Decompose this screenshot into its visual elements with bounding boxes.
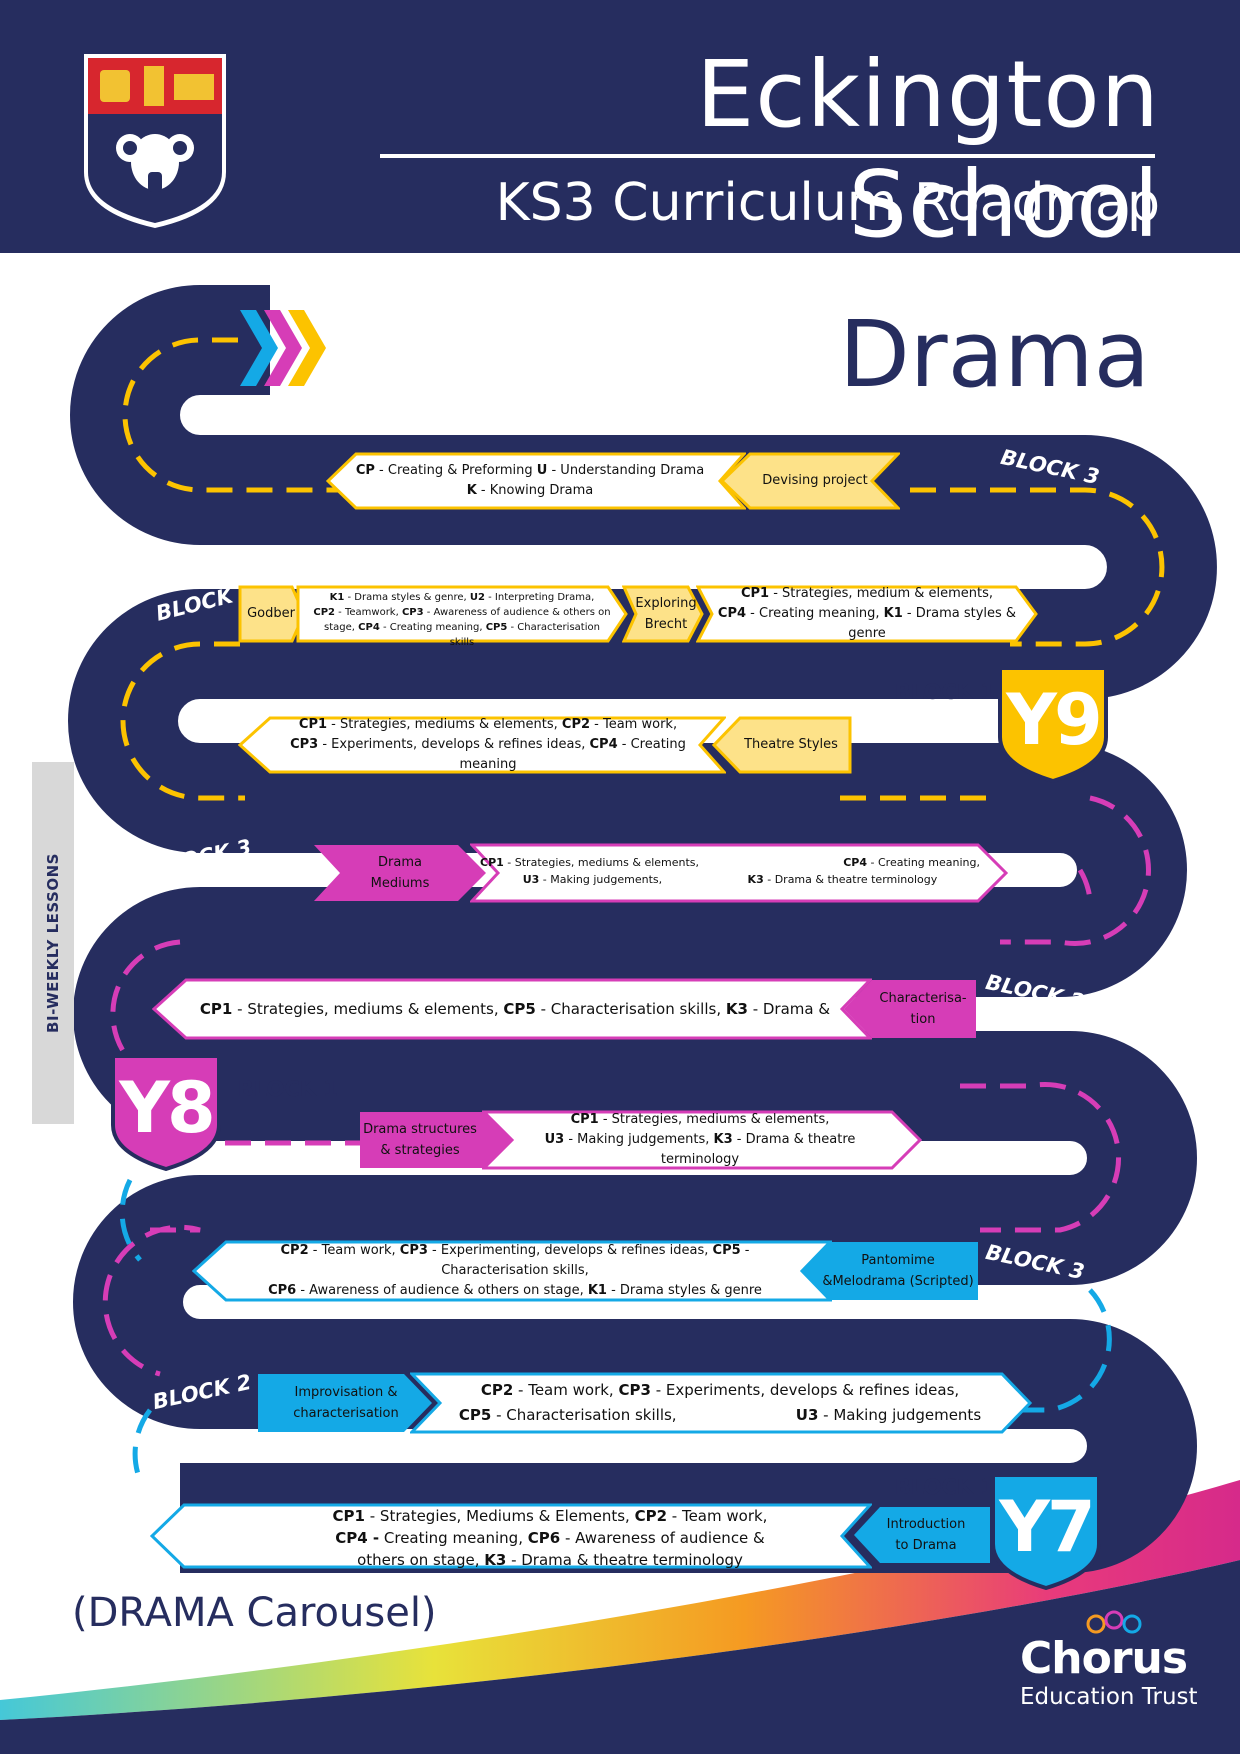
y7-badge-label: Y7 [999, 1486, 1095, 1568]
y8-b1-topic-banner [360, 1112, 514, 1168]
header-divider [380, 154, 1155, 158]
y9-b2-desc-b: CP1 - Strategies, medium & elements, CP4… [717, 586, 1017, 641]
y8-badge [111, 1054, 221, 1171]
chorus-subtitle: Education Trust [1020, 1684, 1198, 1710]
chorus-logo: Chorus Education Trust [1020, 1610, 1200, 1710]
y9-b2-topic-a: Godber [247, 606, 295, 621]
y9-b2-topic-b-banner [622, 585, 704, 643]
y8-b3-topic: Drama Mediums [370, 855, 430, 891]
y9-b1-topic-banner [712, 716, 852, 774]
y9-b1-desc: CP1 - Strategies, mediums & elements, CP… [290, 717, 686, 772]
y7-b3-desc-banner [192, 1240, 832, 1302]
y7-b1-desc: CP1 - Strategies, Mediums & Elements, CP… [332, 1507, 768, 1569]
y8-b1-desc-banner [482, 1110, 922, 1170]
y8-b1-desc: CP1 - Strategies, mediums & elements, U3… [544, 1112, 856, 1167]
y7-b2-topic-banner [258, 1374, 432, 1432]
school-name: Eckington School [696, 41, 1160, 258]
y7-b3-topic: Pantomime &Melodrama (Scripted) [822, 1253, 974, 1289]
y7-b1-topic-banner [854, 1507, 990, 1563]
subject-title: Drama [838, 301, 1150, 408]
y8-b1-topic: Drama structures & strategies [363, 1122, 477, 1158]
carousel-label: (DRAMA Carousel) [72, 1590, 437, 1636]
y7-b3-topic-banner [802, 1242, 978, 1300]
y9-badge-label: Y9 [1006, 679, 1102, 761]
block-label-y9-b1: BLOCK 1 [895, 680, 996, 704]
y8-b2-topic: Characterisa-tion [879, 991, 967, 1027]
y9-b1-desc-banner [238, 716, 726, 774]
y9-b2-desc-b-banner [696, 585, 1038, 643]
y7-badge [991, 1473, 1101, 1590]
side-label: BI-WEEKLY LESSONS [44, 853, 62, 1033]
chorus-people-icon [1086, 1610, 1142, 1634]
block-label-y7-b1: BLOCK 1 [895, 1475, 996, 1499]
y7-b1-desc-banner [150, 1503, 872, 1569]
y7-b2-desc-banner [410, 1372, 1032, 1434]
y8-b3-desc-banner [470, 843, 1008, 903]
y9-b2-topic-b: Exploring Brecht [635, 596, 697, 632]
y8-b3-desc: CP1 - Strategies, mediums & elements,CP4… [480, 856, 980, 886]
y7-b2-topic: Improvisation & characterisation [293, 1385, 399, 1421]
y7-b2-desc: CP2 - Team work, CP3 - Experiments, deve… [458, 1381, 982, 1424]
y8-b2-desc-banner [152, 978, 872, 1040]
school-crest-icon [84, 54, 226, 228]
y9-b1-topic: Theatre Styles [744, 737, 838, 752]
header-banner: Eckington School KS3 Curriculum Roadmap [0, 0, 1240, 258]
side-label-bar: BI-WEEKLY LESSONS [32, 762, 74, 1124]
y8-b2-topic-banner [844, 980, 976, 1038]
y8-b2-desc: CP1 - Strategies, mediums & elements, CP… [199, 1000, 831, 1018]
roadmap-subtitle: KS3 Curriculum Roadmap [495, 173, 1160, 233]
y9-b3-key: CP - Creating & Preforming U - Understan… [355, 463, 705, 498]
block-label-y8-b1: BLOCK 1 [238, 1077, 339, 1101]
y7-b1-topic: Introduction to Drama [886, 1517, 966, 1553]
y7-b3-desc: CP2 - Team work, CP3 - Experimenting, de… [268, 1243, 762, 1298]
y9-b3-desc-banner [326, 452, 746, 510]
y9-b2-desc-a-banner [296, 585, 628, 643]
y9-badge [998, 666, 1108, 783]
y9-b2-desc-a: K1 - Drama styles & genre, U2 - Interpre… [313, 592, 611, 648]
y8-badge-label: Y8 [119, 1067, 215, 1149]
y8-b3-topic-banner [314, 845, 486, 901]
chorus-name: Chorus [1020, 1633, 1188, 1684]
y9-b3-topic: Devising project [762, 473, 868, 488]
